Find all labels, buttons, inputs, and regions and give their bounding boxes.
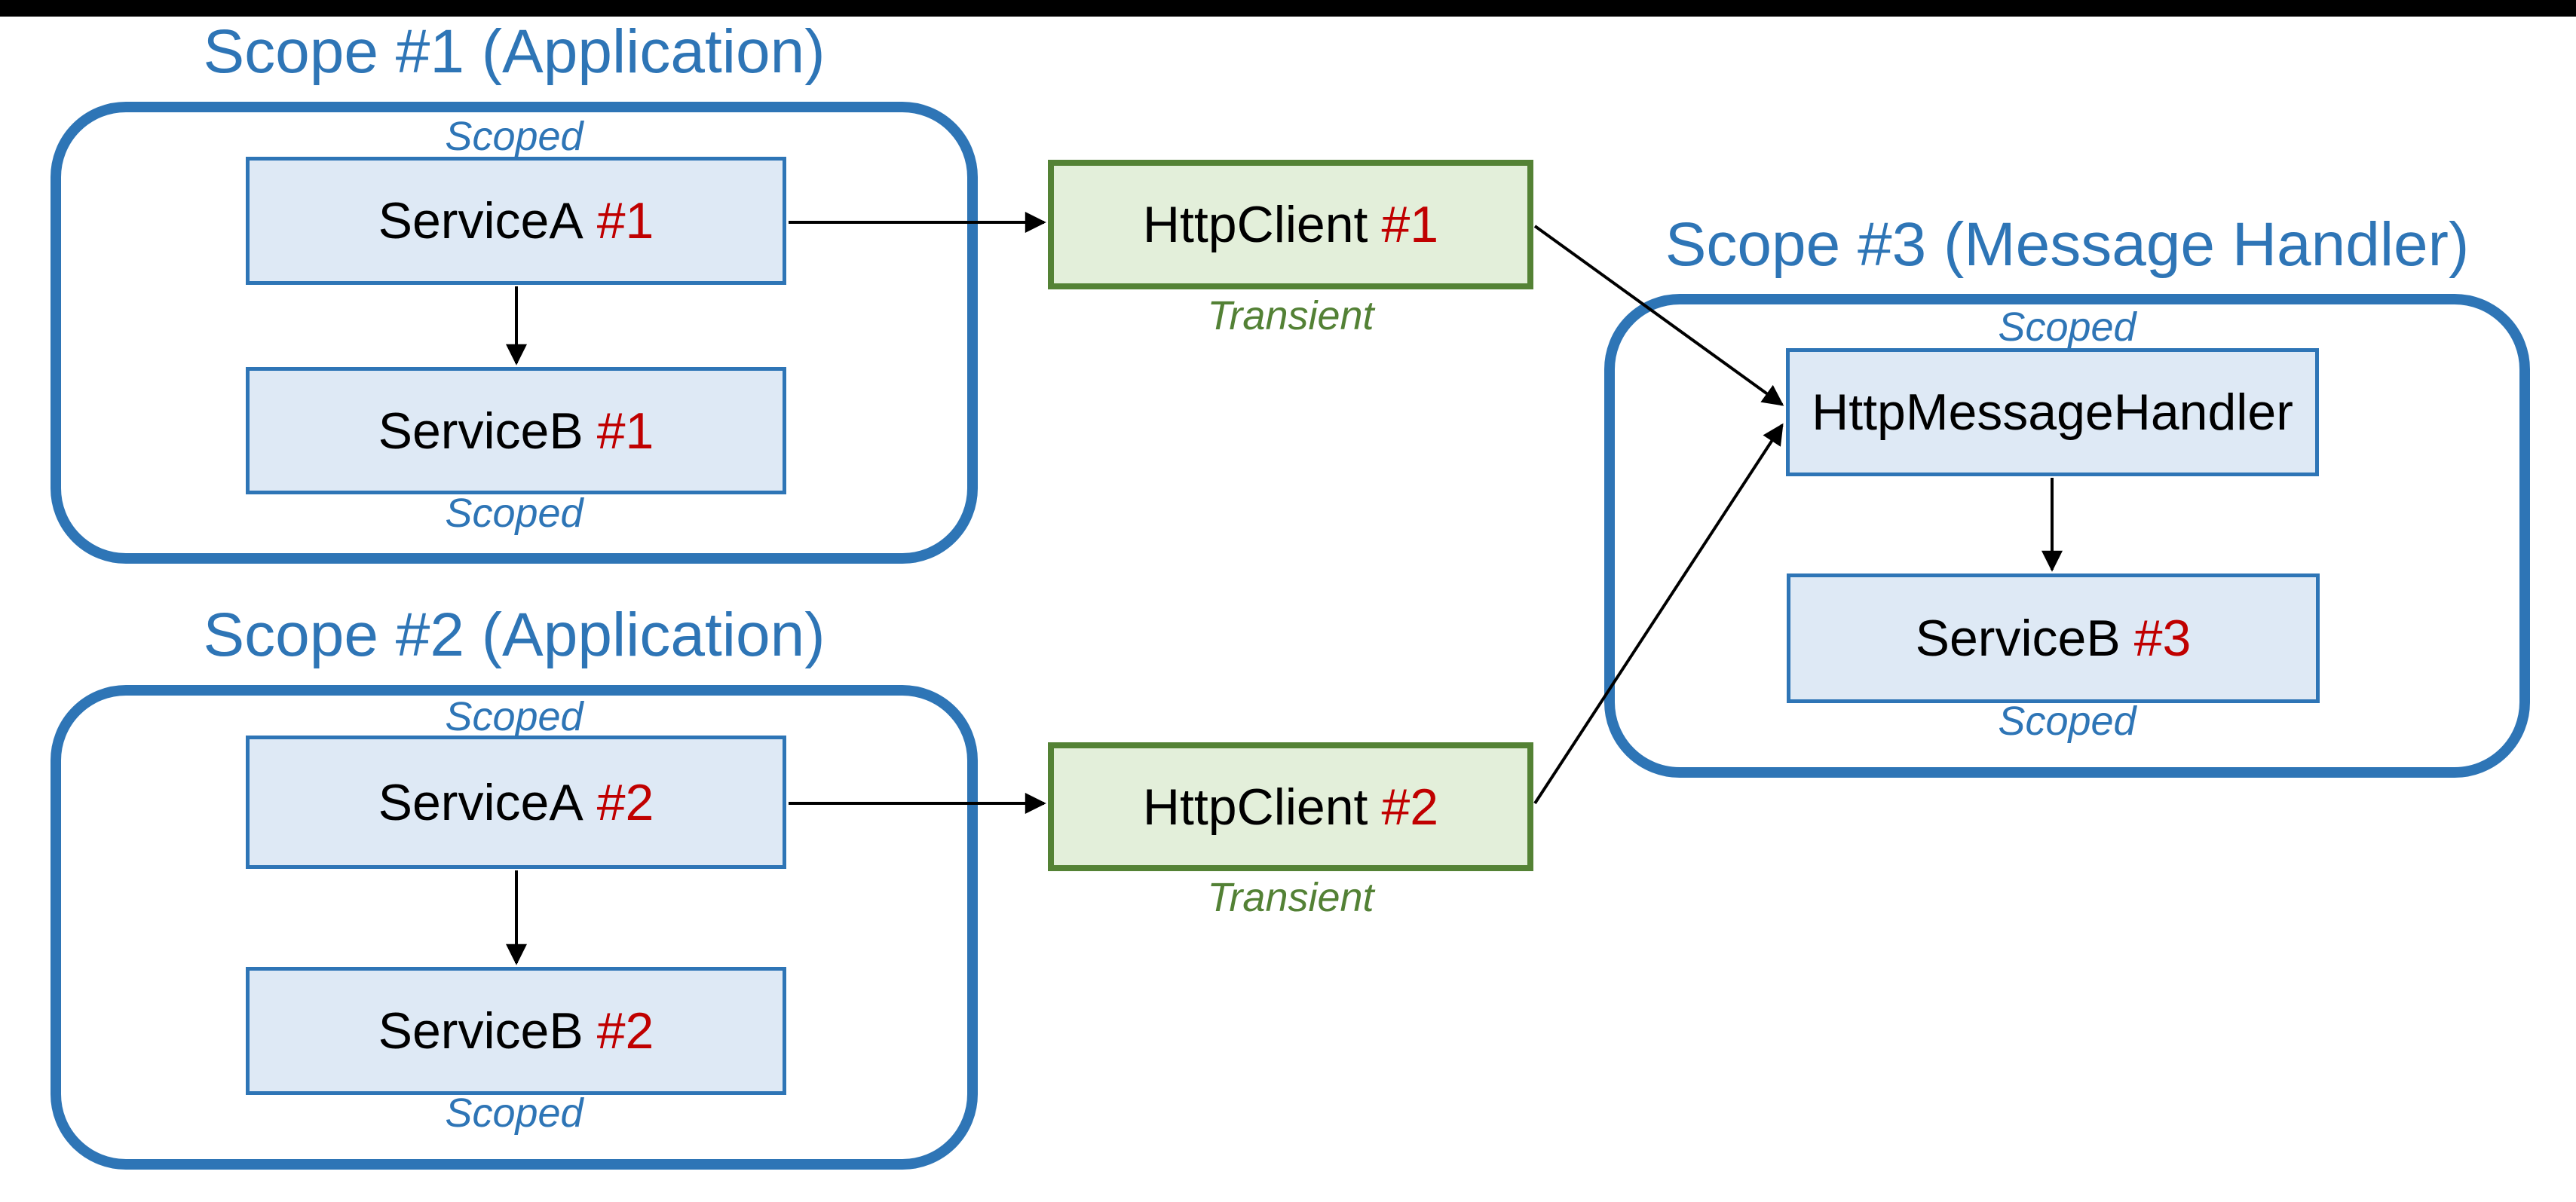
node-http-client1-label: HttpClient: [1142, 196, 1368, 253]
node-service-b3-instance: #3: [2133, 610, 2192, 667]
node-service-b1: ServiceB #1: [246, 367, 786, 494]
node-service-b3: ServiceB #3: [1787, 573, 2320, 703]
node-service-a2: ServiceA #2: [246, 736, 786, 869]
node-service-a1-instance: #1: [596, 192, 654, 249]
scope-2-container: [51, 685, 978, 1170]
node-http-message-handler: HttpMessageHandler: [1786, 348, 2319, 476]
node-service-a1: ServiceA #1: [246, 157, 786, 285]
node-http-client2: HttpClient #2: [1048, 742, 1533, 871]
node-http-client2-label: HttpClient: [1142, 778, 1368, 836]
scope-3-container: [1604, 294, 2530, 778]
scope-1-container: [51, 102, 978, 564]
node-service-b2-instance: #2: [596, 1002, 654, 1060]
node-service-b1-instance: #1: [596, 402, 654, 460]
scope-3-top-scoped-label: Scoped: [1998, 304, 2136, 350]
scope-3-title: Scope #3 (Message Handler): [1665, 210, 2470, 279]
http-client2-transient-label: Transient: [1207, 875, 1374, 920]
node-http-client1-instance: #1: [1381, 196, 1439, 253]
scope-1-bottom-scoped-label: Scoped: [445, 491, 584, 536]
node-service-a1-label: ServiceA: [378, 192, 584, 249]
top-letterbox-bar: [0, 0, 2576, 17]
scope-1-title: Scope #1 (Application): [203, 17, 825, 86]
scope-1-top-scoped-label: Scoped: [445, 114, 584, 159]
node-http-client1: HttpClient #1: [1048, 160, 1533, 289]
node-service-a2-label: ServiceA: [378, 773, 584, 831]
node-service-b3-label: ServiceB: [1915, 610, 2121, 667]
scope-3-bottom-scoped-label: Scoped: [1998, 699, 2136, 744]
http-client1-transient-label: Transient: [1207, 293, 1374, 338]
scope-2-bottom-scoped-label: Scoped: [445, 1090, 584, 1136]
node-service-b2-label: ServiceB: [378, 1002, 584, 1060]
node-service-b2: ServiceB #2: [246, 967, 786, 1095]
node-service-b1-label: ServiceB: [378, 402, 584, 460]
scope-2-top-scoped-label: Scoped: [445, 694, 584, 739]
node-http-message-handler-label: HttpMessageHandler: [1812, 384, 2293, 441]
scope-2-title: Scope #2 (Application): [203, 601, 825, 669]
node-service-a2-instance: #2: [596, 773, 654, 831]
node-http-client2-instance: #2: [1381, 778, 1439, 836]
